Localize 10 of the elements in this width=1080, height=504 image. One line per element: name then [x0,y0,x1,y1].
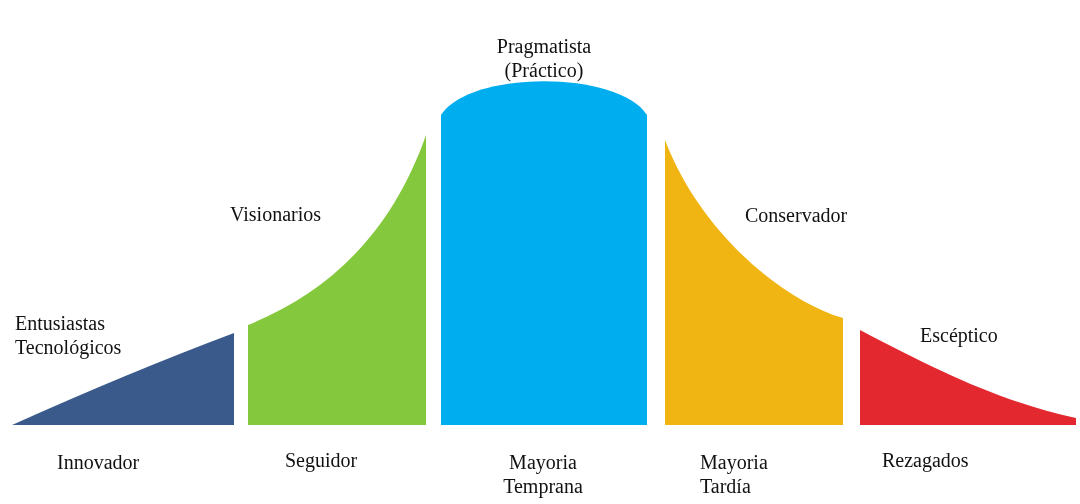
category-label: Innovador [57,450,141,474]
segment-label: Pragmatista (Práctico) [495,34,593,82]
segment-label: Entusiastas Tecnológicos [15,311,123,359]
category-label: Rezagados [882,448,970,472]
category-label: Mayoria Temprana [502,450,584,498]
category-label: Seguidor [285,448,359,472]
segment-label: Visionarios [230,202,322,226]
category-label: Mayoria Tardía [700,450,769,498]
segment-label: Escéptico [920,323,999,347]
segment-label: Conservador [745,203,849,227]
